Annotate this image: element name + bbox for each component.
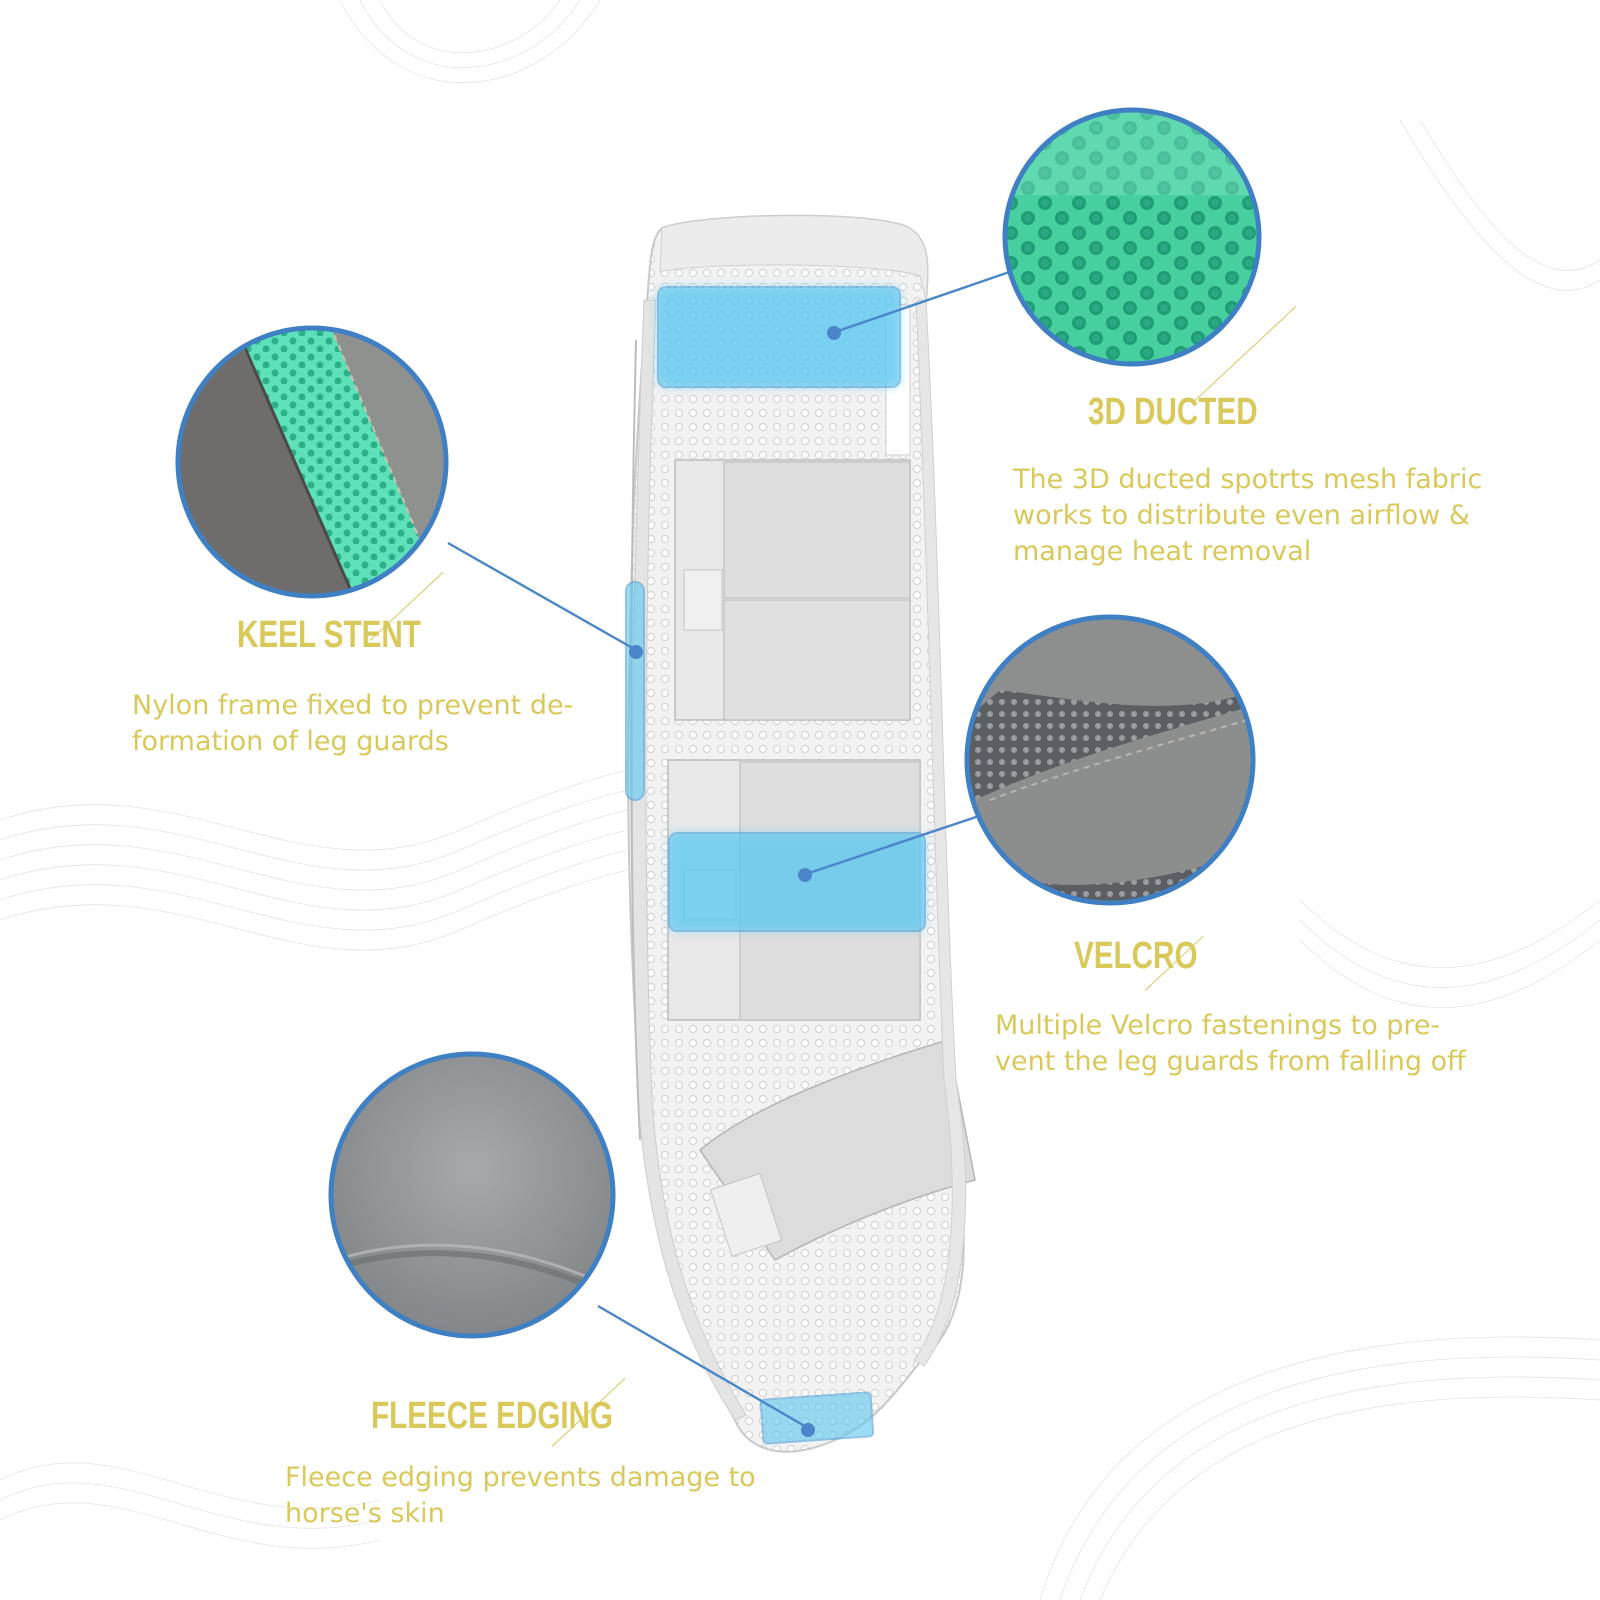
ducted-title: 3D DUCTED <box>1088 391 1258 433</box>
mesh-fabric-swatch-icon <box>1002 107 1262 367</box>
velcro-description: Multiple Velcro fastenings to pre- vent … <box>995 1010 1466 1077</box>
velcro-title: VELCRO <box>1074 935 1198 977</box>
ducted-description: The 3D ducted spotrts mesh fabric works … <box>1013 464 1483 567</box>
callout-lines <box>447 265 1025 1430</box>
keel-stent-swatch-icon <box>175 325 449 599</box>
callout-dots <box>629 326 841 1437</box>
velcro-swatch-icon <box>964 614 1256 906</box>
fleece-swatch-icon <box>328 1051 616 1339</box>
keel-description: Nylon frame fixed to prevent de- formati… <box>132 690 574 757</box>
keel-title: KEEL STENT <box>237 614 421 656</box>
fleece-description: Fleece edging prevents damage to horse's… <box>285 1462 756 1529</box>
fleece-title: FLEECE EDGING <box>371 1395 614 1437</box>
highlight-markers <box>625 286 926 1445</box>
